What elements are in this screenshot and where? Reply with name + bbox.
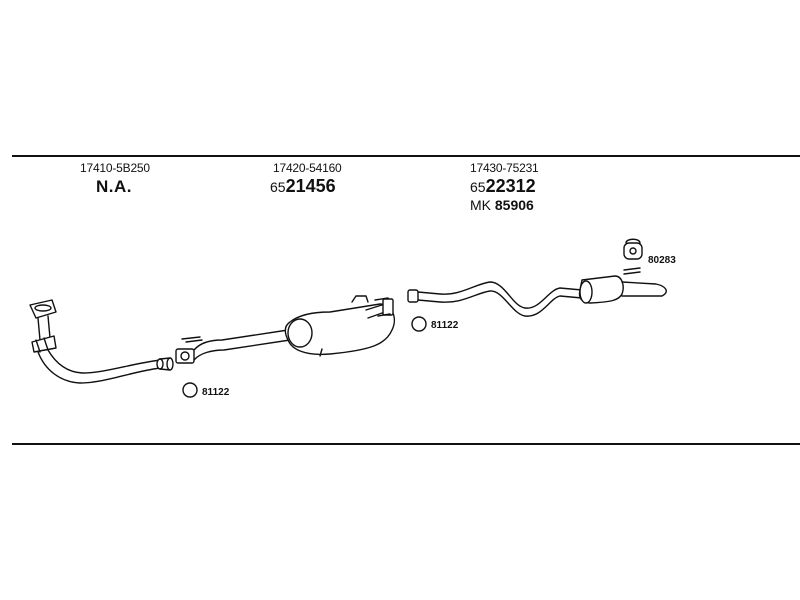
front-pipe-drawing — [29, 299, 174, 384]
part-prefix: 65 — [470, 179, 486, 195]
oe-number-rear-silencer: 17430-75231 — [470, 161, 539, 175]
gasket-2-number: 81122 — [431, 320, 459, 331]
hanger-number: 80283 — [648, 255, 676, 266]
top-divider — [12, 155, 800, 157]
part-number-middle-silencer: 6521456 — [270, 176, 336, 197]
gasket-1-drawing — [182, 382, 198, 398]
mounting-kit-number: MK 85906 — [470, 197, 534, 213]
part-number: 21456 — [285, 176, 336, 196]
part-number-rear-silencer: 6522312 — [470, 176, 536, 197]
part-prefix: 65 — [270, 179, 286, 195]
bottom-divider — [12, 443, 800, 445]
rear-silencer-drawing — [407, 267, 667, 317]
part-number: 22312 — [485, 176, 536, 196]
kit-number: 85906 — [494, 197, 534, 213]
gasket-1-number: 81122 — [202, 387, 230, 398]
kit-prefix: MK — [470, 197, 491, 213]
hanger-drawing — [623, 238, 643, 260]
gasket-2-drawing — [411, 316, 427, 332]
oe-number-front-pipe: 17410-5B250 — [80, 161, 150, 175]
front-pipe-status: N.A. — [96, 177, 132, 196]
middle-silencer-drawing — [175, 295, 396, 364]
oe-number-middle-silencer: 17420-54160 — [273, 161, 342, 175]
